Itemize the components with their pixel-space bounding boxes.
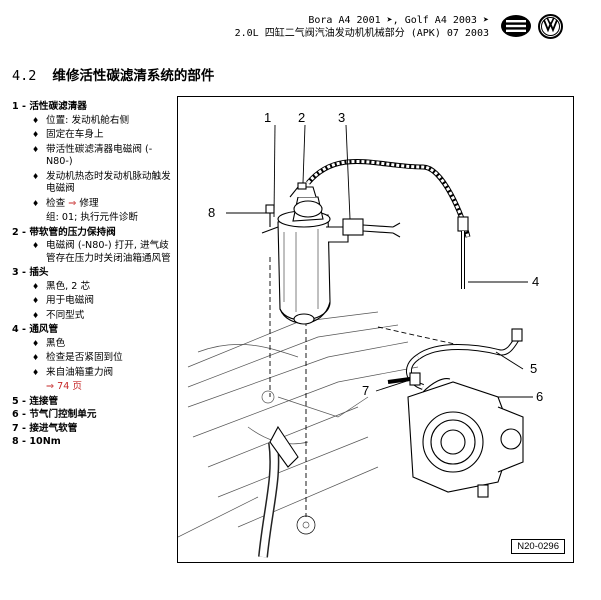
legend-bullet: 固定在车身上 <box>32 129 172 142</box>
page-header: Bora A4 2001 ➤, Golf A4 2003 ➤ 2.0L 四缸二气… <box>235 14 489 40</box>
callout-5: 5 <box>530 361 538 376</box>
carbon-canister <box>277 182 349 325</box>
throttle-control-unit <box>407 378 524 498</box>
legend-bullet: 发动机热态时发动机脉动触发电磁阀 <box>32 171 172 196</box>
legend-item-5: 5 - 连接管 <box>12 395 59 407</box>
legend-item-8: 8 - 10Nm <box>12 436 61 447</box>
section-heading: 维修活性碳滤清系统的部件 <box>52 68 215 84</box>
intake-hose-connector <box>387 372 421 386</box>
callout-8: 8 <box>208 205 216 220</box>
legend-bullet: 位置: 发动机舱右侧 <box>32 115 172 128</box>
legend-item-2: 2 - 带软管的压力保持阀 电磁阀 (-N80-) 打开, 进气歧管存在压力时关… <box>12 227 172 266</box>
legend-item-3: 3 - 插头 黑色, 2 芯 用于电磁阀 不同型式 <box>12 267 172 322</box>
page-ref-link[interactable]: ⇒ 74 页 <box>46 381 82 392</box>
legend-item-1: 1 - 活性碳滤清器 位置: 发动机舱右侧 固定在车身上 带活性碳滤清器电磁阀 … <box>12 101 172 225</box>
callout-3: 3 <box>338 110 346 125</box>
callout-leaders <box>226 124 533 398</box>
callout-2: 2 <box>298 110 306 125</box>
legend-item-head: 3 - 插头 <box>12 267 49 278</box>
legend-item-head: 4 - 通风管 <box>12 324 59 335</box>
callout-1: 1 <box>264 110 272 125</box>
header-models: Bora A4 2001 ➤, Golf A4 2003 ➤ <box>308 15 489 26</box>
vw-logo-icon <box>538 14 563 39</box>
legend-item-head: 1 - 活性碳滤清器 <box>12 101 87 112</box>
legend-bullet: 带活性碳滤清器电磁阀 (-N80-) <box>32 144 172 169</box>
wiring-harness <box>258 425 299 558</box>
legend-bullet: 黑色 <box>32 338 172 351</box>
legend-bullet: 不同型式 <box>32 310 172 323</box>
check-label: 检查 <box>46 197 66 209</box>
repair-link[interactable]: 修理 <box>79 197 99 209</box>
legend-bullet: 电磁阀 (-N80-) 打开, 进气歧管存在压力时关闭油箱通风管 <box>32 240 172 265</box>
legend-bullet: 来自油箱重力阀 <box>32 367 172 380</box>
legend-item-4: 4 - 通风管 黑色 检查是否紧固到位 来自油箱重力阀 ⇒ 74 页 <box>12 324 172 394</box>
plug-connector <box>342 218 401 238</box>
callout-4: 4 <box>532 274 540 289</box>
legend-item-7: 7 - 接进气软管 <box>12 422 78 434</box>
arrow-icon: ⇒ <box>68 197 77 209</box>
legend-bullet: 用于电磁阀 <box>32 295 172 308</box>
legend-bullet-check: 检查 ⇒ 修理 <box>32 198 172 211</box>
parts-legend: 1 - 活性碳滤清器 位置: 发动机舱右侧 固定在车身上 带活性碳滤清器电磁阀 … <box>12 100 172 449</box>
diagram-drawing <box>178 124 533 558</box>
bolt-10nm <box>261 204 279 234</box>
callout-7: 7 <box>362 383 370 398</box>
pressure-hose <box>306 159 471 289</box>
legend-item-6: 6 - 节气门控制单元 <box>12 409 97 420</box>
section-number: 4.2 <box>12 68 37 84</box>
seat-logo-icon <box>501 15 531 37</box>
legend-note: 组: 01; 执行元件诊断 <box>46 212 138 223</box>
legend-bullet: 黑色, 2 芯 <box>32 281 172 294</box>
section-title: 4.2 维修活性碳滤清系统的部件 <box>12 64 214 84</box>
engine-bay-background <box>178 311 419 538</box>
figure-code: N20-0296 <box>511 539 565 554</box>
alignment-lines <box>269 257 469 517</box>
legend-bullet: 检查是否紧固到位 <box>32 352 172 365</box>
legend-item-head: 2 - 带软管的压力保持阀 <box>12 226 116 238</box>
callout-6: 6 <box>536 389 544 404</box>
exploded-diagram: 1 2 3 4 5 6 7 8 N20-0296 <box>177 96 574 563</box>
header-engine: 2.0L 四缸二气阀汽油发动机机械部分 (APK) 07 2003 <box>234 28 489 39</box>
